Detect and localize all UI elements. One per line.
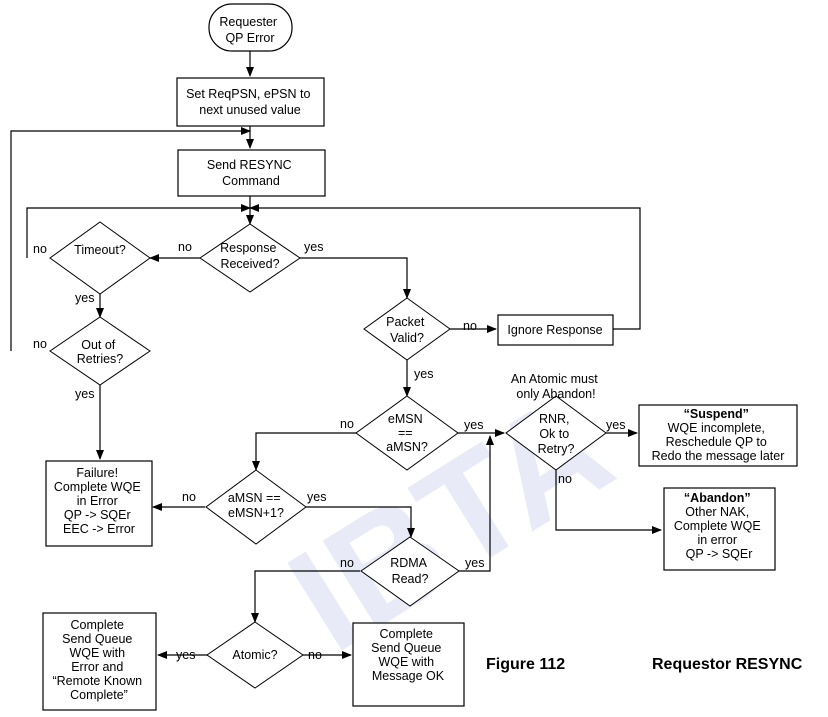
atomic-diamond xyxy=(206,621,304,689)
edge-amsn-yes xyxy=(306,506,415,538)
label-emsn-no: no xyxy=(340,417,354,431)
abandon-box xyxy=(663,487,776,571)
edge-rnr-no xyxy=(555,470,662,534)
ignore-response-box xyxy=(497,314,614,346)
failure-text: Failure! Complete WQE in Error QP -> SQE… xyxy=(54,466,144,536)
edge-retries-no-loop xyxy=(10,127,251,351)
label-rnr-yes: yes xyxy=(606,418,625,432)
edge-labels: no yes no yes no yes no yes no yes yes n… xyxy=(33,240,625,662)
out-of-retries-diamond xyxy=(49,316,151,386)
complete-error-box xyxy=(42,612,157,711)
response-received-diamond xyxy=(199,223,301,293)
label-emsn-yes: yes xyxy=(464,418,483,432)
label-valid-yes: yes xyxy=(414,367,433,381)
label-retries-yes: yes xyxy=(75,387,94,401)
response-received-text: Response Received? xyxy=(220,241,280,271)
label-retries-no: no xyxy=(33,337,47,351)
start-text: Requester QP Error xyxy=(219,15,280,45)
edge-timeout-no-loop xyxy=(26,204,251,258)
abandon-text: “Abandon” Other NAK, Complete WQE in err… xyxy=(674,491,764,561)
atomic-note: An Atomic must only Abandon! xyxy=(511,372,601,401)
label-valid-no: no xyxy=(463,319,477,333)
amsn-emsn-diamond xyxy=(205,469,307,545)
out-of-retries-text: Out of Retries? xyxy=(77,338,124,366)
label-response-no: no xyxy=(178,240,192,254)
edge-ignore-loop xyxy=(249,204,641,330)
set-psn-box xyxy=(176,77,325,127)
emsn-amsn-text: eMSN == aMSN? xyxy=(386,412,428,454)
complete-error-text: Complete Send Queue WQE with Error and “… xyxy=(52,618,145,702)
rdma-read-text: RDMA Read? xyxy=(390,556,430,586)
timeout-diamond xyxy=(49,221,151,295)
send-resync-box xyxy=(177,149,326,197)
start-terminal xyxy=(208,3,293,52)
edge-response-yes xyxy=(298,257,411,299)
rnr-retry-diamond xyxy=(505,395,607,471)
complete-ok-text: Complete Send Queue WQE with Message OK xyxy=(371,627,445,683)
label-amsn-no: no xyxy=(182,490,196,504)
suspend-text: “Suspend” WQE incomplete, Reschedule QP … xyxy=(652,407,785,463)
label-rnr-no: no xyxy=(558,472,572,486)
complete-ok-box xyxy=(352,622,465,707)
failure-box xyxy=(45,460,153,547)
label-atomic-yes: yes xyxy=(176,648,195,662)
atomic-text: Atomic? xyxy=(232,648,277,662)
emsn-amsn-diamond xyxy=(355,395,459,471)
label-amsn-yes: yes xyxy=(307,490,326,504)
set-psn-text: Set ReqPSN, ePSN to next unused value xyxy=(186,87,314,117)
amsn-emsn-text: aMSN == eMSN+1? xyxy=(228,491,284,520)
label-rdma-yes: yes xyxy=(465,556,484,570)
packet-valid-diamond xyxy=(363,297,451,361)
rnr-retry-text: RNR, Ok to Retry? xyxy=(538,412,575,456)
label-timeout-yes: yes xyxy=(75,291,94,305)
label-timeout-no: no xyxy=(33,242,47,256)
suspend-box xyxy=(638,404,798,467)
label-response-yes: yes xyxy=(304,240,323,254)
timeout-text: Timeout? xyxy=(74,243,126,257)
label-atomic-no: no xyxy=(308,648,322,662)
ignore-response-text: Ignore Response xyxy=(507,323,602,337)
figure-number: Figure 112 xyxy=(486,656,565,673)
packet-valid-text: Packet Valid? xyxy=(386,315,428,345)
edge-rdma-no xyxy=(251,570,360,623)
label-rdma-no: no xyxy=(340,556,354,570)
send-resync-text: Send RESYNC Command xyxy=(207,158,295,188)
figure-title: Requestor RESYNC xyxy=(652,656,803,673)
edge-rdma-yes xyxy=(459,435,494,572)
rdma-read-diamond xyxy=(360,536,460,607)
edge-emsn-no xyxy=(252,432,357,471)
